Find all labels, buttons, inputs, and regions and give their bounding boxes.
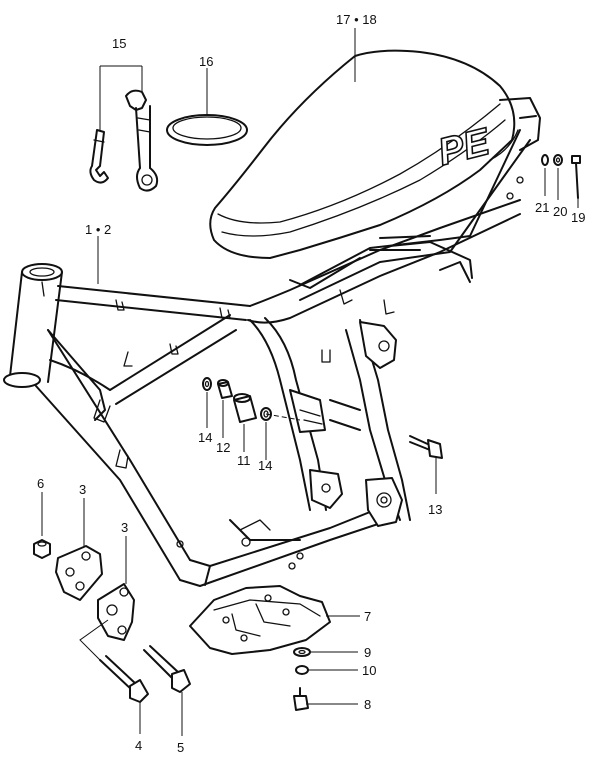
- part-11-bushing: [233, 393, 257, 423]
- part-5-bolt: [143, 645, 191, 693]
- part-3-mount-plate-front: [55, 545, 103, 601]
- part-7-skid-plate: [189, 585, 331, 655]
- part-4-bolt: [99, 655, 149, 703]
- callout-3-rear: 3: [121, 520, 128, 535]
- callout-15: 15: [112, 36, 126, 51]
- callout-21: 21: [535, 200, 549, 215]
- part-19-bolt: [571, 155, 581, 199]
- callout-9: 9: [364, 645, 371, 660]
- callout-4: 4: [135, 738, 142, 753]
- part-13-bolt: [409, 435, 443, 459]
- part-14-spacer-washer: [202, 377, 212, 391]
- part-10-lock-washer: [295, 665, 309, 675]
- part-17-18-seat: PE: [209, 49, 541, 259]
- part-20-nut: [553, 154, 563, 166]
- part-9-washer: [293, 647, 311, 657]
- callout-19: 19: [571, 210, 585, 225]
- part-1-2-frame: [3, 129, 531, 587]
- callout-6: 6: [37, 476, 44, 491]
- part-16-o-ring: [166, 114, 248, 146]
- callout-14-right: 14: [258, 458, 272, 473]
- callout-14-left: 14: [198, 430, 212, 445]
- callout-1-2: 1 • 2: [85, 222, 111, 237]
- part-21-washer: [541, 154, 549, 166]
- part-6-nut: [33, 539, 51, 559]
- part-12-collar: [217, 379, 233, 399]
- callout-3-front: 3: [79, 482, 86, 497]
- callout-7: 7: [364, 609, 371, 624]
- part-3-mount-plate-rear: [97, 583, 135, 641]
- part-15-wrench-set: [89, 65, 159, 192]
- callout-17-18: 17 • 18: [336, 12, 377, 27]
- callout-11: 11: [237, 453, 251, 468]
- callout-13: 13: [428, 502, 442, 517]
- callout-8: 8: [364, 697, 371, 712]
- callout-12: 12: [216, 440, 230, 455]
- callout-20: 20: [553, 204, 567, 219]
- callout-5: 5: [177, 740, 184, 755]
- part-8-bolt: [293, 687, 309, 711]
- callout-10: 10: [362, 663, 376, 678]
- callout-16: 16: [199, 54, 213, 69]
